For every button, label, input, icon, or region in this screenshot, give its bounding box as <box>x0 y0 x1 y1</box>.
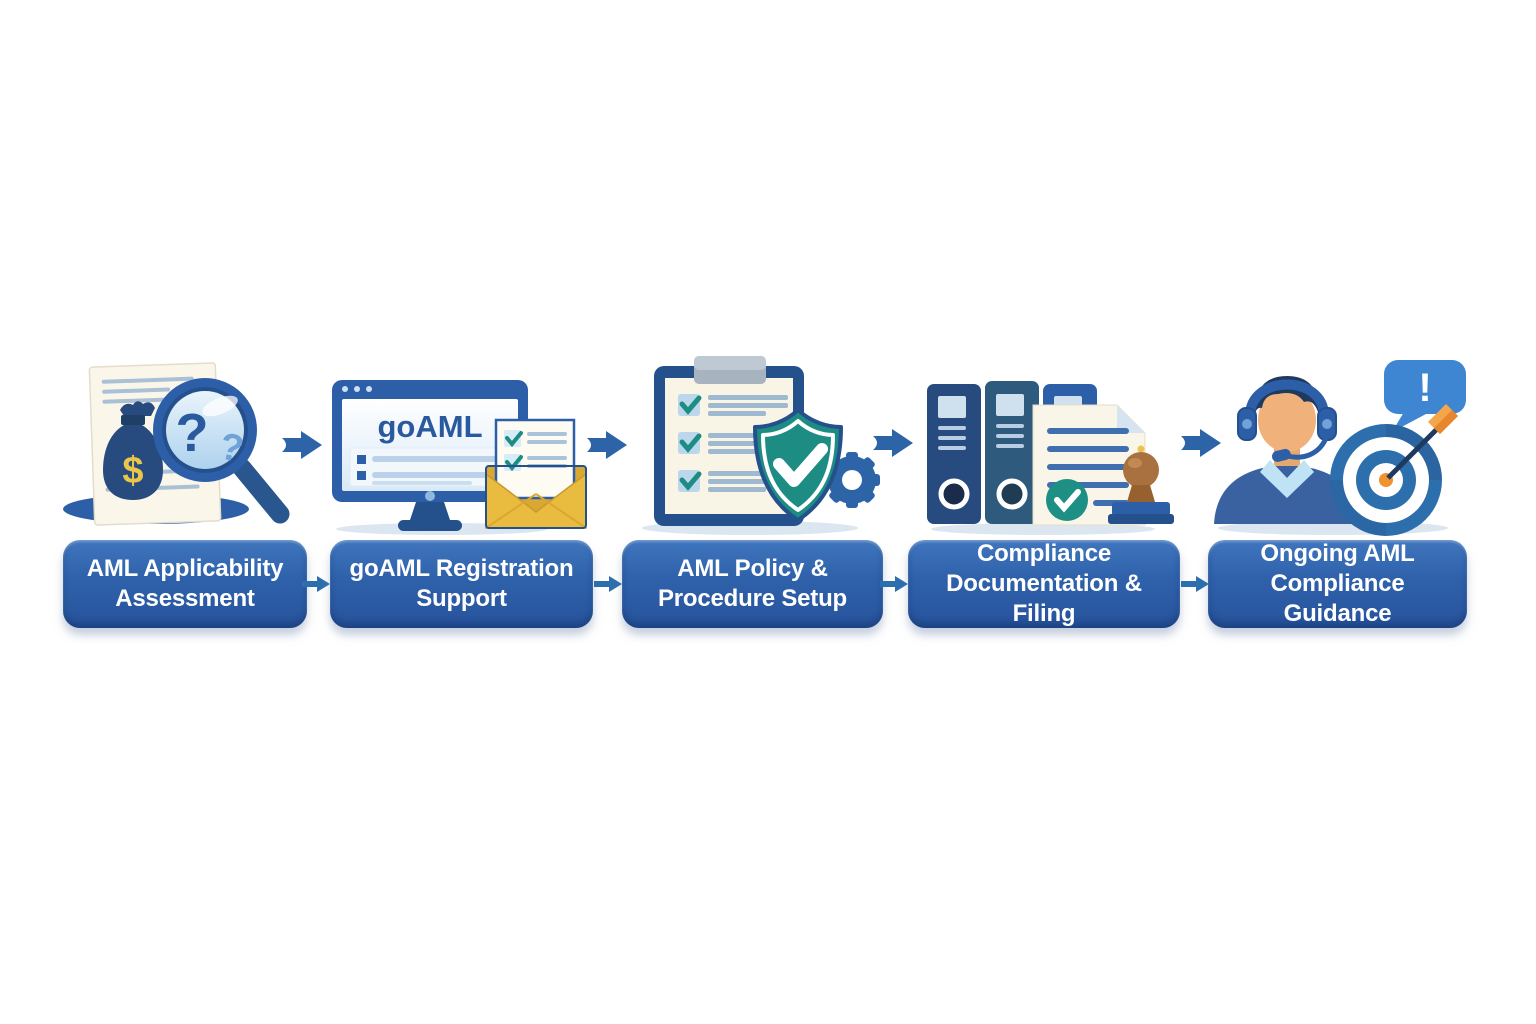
step-label-line2: Support <box>416 585 507 612</box>
goaml-screen-text: goAML <box>377 409 482 444</box>
flow-arrow-icon <box>1181 429 1221 457</box>
envelope-checklist-icon <box>485 418 587 529</box>
gear-icon <box>824 452 880 508</box>
monitor-envelope-checklist-icon: goAML <box>332 380 587 535</box>
document-moneybag-magnifier-icon: $ ? ? <box>63 362 290 526</box>
dollar-glyph: $ <box>122 450 143 492</box>
step-label-ongoing-aml-compliance-guidance: Ongoing AML Compliance Guidance <box>1208 540 1467 628</box>
step-label-line1: goAML Registration <box>349 555 574 582</box>
headset-band <box>1245 379 1329 417</box>
step-label-aml-policy-procedure-setup: AML Policy & Procedure Setup <box>622 540 883 628</box>
mic-boom <box>1285 433 1330 460</box>
exclamation-glyph: ! <box>1418 366 1431 410</box>
support-agent-target-icon: ! <box>1214 360 1466 536</box>
shield-check-icon <box>753 408 843 522</box>
rubber-stamp-icon <box>1108 445 1174 524</box>
binders-document-stamp-icon <box>927 381 1174 535</box>
check-circle-icon <box>1046 479 1088 521</box>
magnifier-icon: ? ? <box>153 378 290 524</box>
flow-arrow-icon <box>282 431 322 459</box>
binder <box>927 384 981 524</box>
step-label-line1: Ongoing AML <box>1260 540 1415 567</box>
label-arrow-icon <box>1181 576 1209 592</box>
flow-arrow-icon <box>587 431 627 459</box>
label-arrow-icon <box>594 576 622 592</box>
flow-arrow-icon <box>873 429 913 457</box>
alert-speech-bubble: ! <box>1384 360 1466 432</box>
question-mark-large: ? <box>176 403 209 463</box>
step-label-line1: AML Policy & <box>677 555 828 582</box>
step-label-line2: Assessment <box>115 585 255 612</box>
checklist-row <box>678 394 788 416</box>
step-label-goaml-registration-support: goAML Registration Support <box>330 540 593 628</box>
step-label-line1: AML Applicability <box>86 555 284 582</box>
goaml-monitor: goAML <box>332 380 528 531</box>
binder <box>985 381 1039 524</box>
label-arrow-icon <box>302 576 330 592</box>
step-label-line1: Compliance <box>976 540 1112 567</box>
microphone-icon <box>1271 448 1291 462</box>
step-label-compliance-documentation-filing: Compliance Documentation & Filing <box>908 540 1180 628</box>
step-label-aml-applicability-assessment: AML Applicability Assessment <box>63 540 307 628</box>
clipboard-shield-gear-icon <box>642 356 880 535</box>
step-label-line2: Documentation & Filing <box>946 570 1142 627</box>
money-bag-icon: $ <box>103 401 163 500</box>
target-dart-icon <box>1330 404 1458 536</box>
step-label-line2: Procedure Setup <box>657 585 848 612</box>
step-label-line2: Compliance Guidance <box>1270 570 1405 627</box>
approved-document <box>1032 404 1146 526</box>
support-agent <box>1214 376 1360 524</box>
label-arrow-icon <box>880 576 908 592</box>
step4-shadow-ellipse <box>931 523 1155 535</box>
